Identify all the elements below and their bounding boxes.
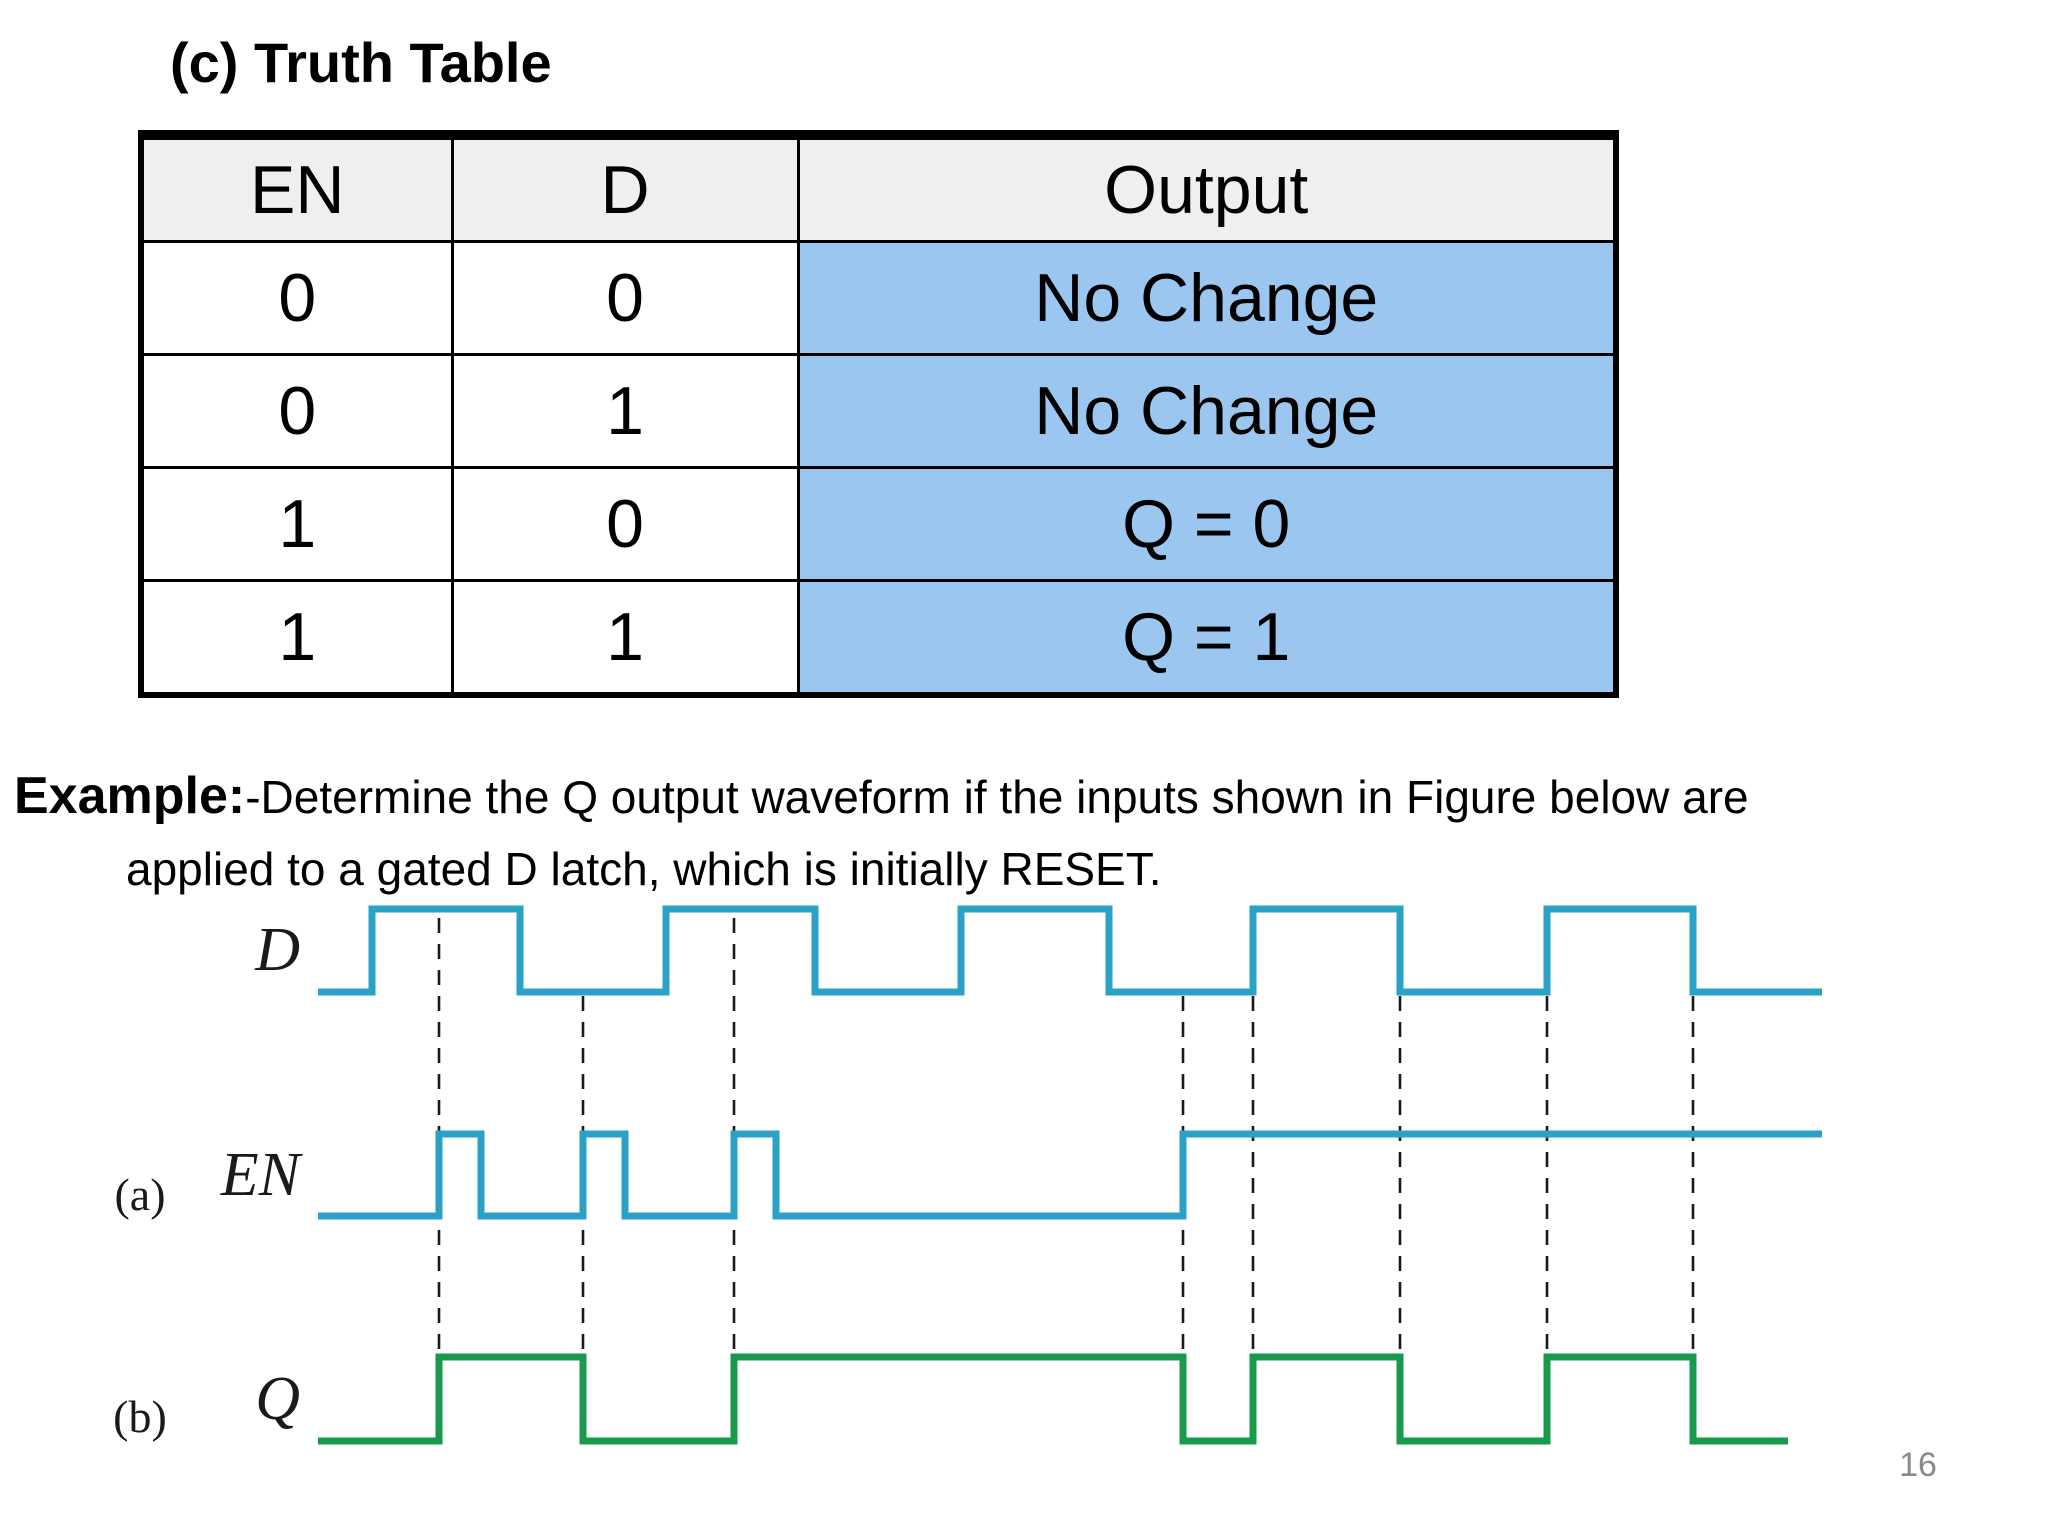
slide-title: (c) Truth Table (170, 31, 552, 94)
truth-table-output-cell: Q = 0 (796, 466, 1618, 582)
example-line-1: Example:-Determine the Q output waveform… (14, 766, 1749, 826)
truth-table-col-header-d: D (450, 133, 800, 243)
truth-table-output-cell: No Change (796, 353, 1618, 469)
truth-table-input-cell: 1 (450, 353, 800, 469)
truth-table-input-cell: 0 (139, 353, 454, 469)
row-label-a: (a) (114, 1169, 166, 1220)
truth-table-input-cell: 1 (450, 579, 800, 697)
signal-label-q: Q (255, 1365, 300, 1433)
truth-table-output-cell: No Change (796, 240, 1618, 356)
waveform-en (318, 1130, 1822, 1220)
truth-table-input-cell: 0 (139, 240, 454, 356)
signal-label-en: EN (220, 1141, 300, 1209)
page-number: 16 (1899, 1446, 1937, 1484)
truth-table-col-header-output: Output (796, 133, 1618, 243)
truth-table-output-cell: Q = 1 (796, 579, 1618, 697)
waveform-d (318, 905, 1822, 996)
example-sentence-part2: applied to a gated D latch, which is ini… (126, 843, 1162, 895)
truth-table-input-cell: 1 (139, 466, 454, 582)
example-label: Example: (14, 767, 246, 825)
example-sentence-part1: -Determine the Q output waveform if the … (245, 771, 1749, 823)
waveform-q (318, 1353, 1788, 1445)
truth-table-input-cell: 1 (139, 579, 454, 697)
truth-table-col-header-en: EN (139, 133, 454, 243)
signal-label-d: D (255, 916, 300, 984)
row-label-b: (b) (113, 1391, 167, 1442)
truth-table-input-cell: 0 (450, 240, 800, 356)
truth-table-input-cell: 0 (450, 466, 800, 582)
